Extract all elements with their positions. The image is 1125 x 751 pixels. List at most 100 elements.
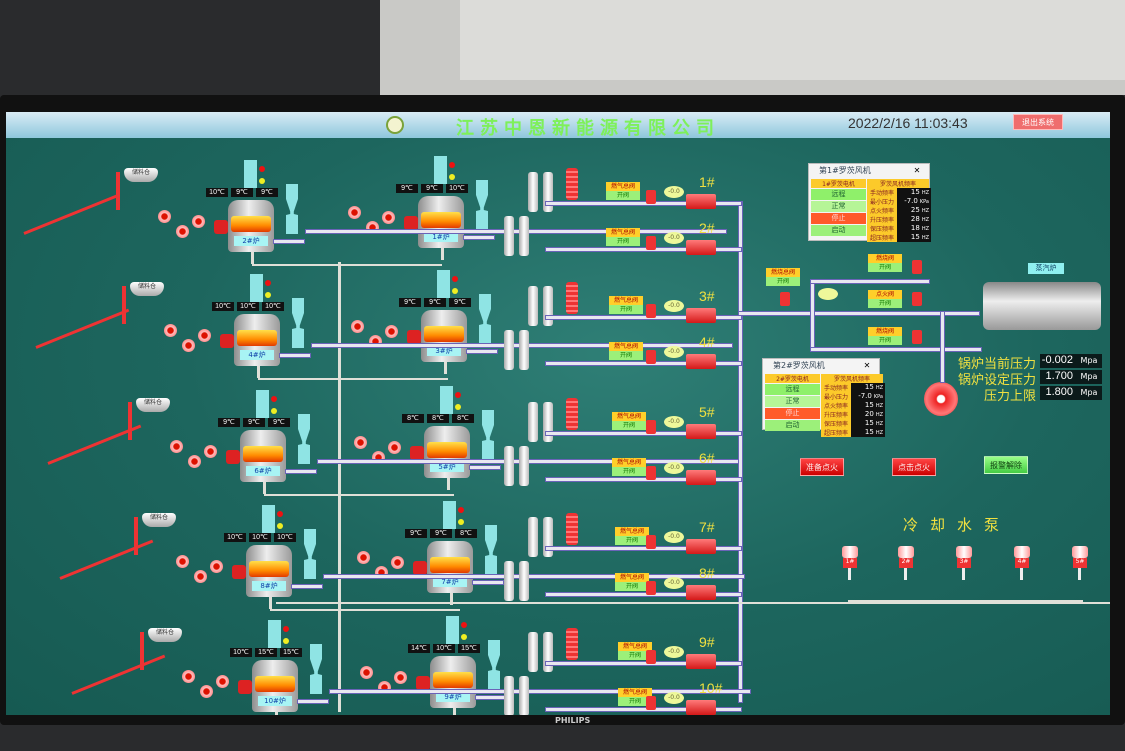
blower-icon[interactable]: [182, 670, 195, 683]
gasifier-furnace[interactable]: 9#炉: [430, 656, 476, 708]
gasifier-furnace[interactable]: 1#炉: [418, 196, 464, 248]
prepare-ignition-button[interactable]: 准备点火: [800, 458, 844, 476]
gas-valve-icon[interactable]: [646, 581, 656, 595]
burner-icon[interactable]: [686, 308, 716, 323]
feeder-motor-icon[interactable]: [232, 565, 246, 579]
motor-state[interactable]: 启动: [765, 420, 820, 431]
gas-valve-icon[interactable]: [646, 535, 656, 549]
feeder-motor-icon[interactable]: [220, 334, 234, 348]
gas-valve-icon[interactable]: [646, 236, 656, 250]
gasifier-furnace[interactable]: 5#炉: [424, 426, 470, 478]
gas-valve-icon[interactable]: [646, 190, 656, 204]
gasifier-furnace[interactable]: 3#炉: [421, 310, 467, 362]
blower-icon[interactable]: [164, 324, 177, 337]
gas-valve-icon[interactable]: [646, 696, 656, 710]
blower-icon[interactable]: [360, 666, 373, 679]
burner-icon[interactable]: [686, 654, 716, 669]
blower-icon[interactable]: [382, 211, 395, 224]
cooling-water-pump[interactable]: 1#: [842, 546, 858, 586]
gas-valve-icon[interactable]: [646, 650, 656, 664]
blower-icon[interactable]: [210, 560, 223, 573]
blower-icon[interactable]: [158, 210, 171, 223]
gasifier-furnace[interactable]: 10#炉: [252, 660, 298, 712]
burner-icon[interactable]: [686, 585, 716, 600]
click-ignition-button[interactable]: 点击点火: [892, 458, 936, 476]
blower-icon[interactable]: [176, 225, 189, 238]
blower-icon[interactable]: [176, 555, 189, 568]
blower-icon[interactable]: [354, 436, 367, 449]
gas-valve-icon[interactable]: [646, 350, 656, 364]
burner-icon[interactable]: [686, 240, 716, 255]
burner-icon[interactable]: [686, 700, 716, 715]
burner-icon[interactable]: [686, 424, 716, 439]
blower-icon[interactable]: [194, 570, 207, 583]
burner-icon[interactable]: [686, 354, 716, 369]
feeder-motor-icon[interactable]: [413, 561, 427, 575]
burner-icon[interactable]: [686, 539, 716, 554]
blower-icon[interactable]: [357, 551, 370, 564]
gas-valve-icon[interactable]: [646, 466, 656, 480]
gas-pipe: [476, 696, 506, 699]
blower-icon[interactable]: [388, 441, 401, 454]
induced-draft-fan-icon[interactable]: [924, 382, 958, 416]
alarm-reset-button[interactable]: 报警解除: [984, 456, 1028, 474]
gasifier-furnace[interactable]: 7#炉: [427, 541, 473, 593]
blower-icon[interactable]: [170, 440, 183, 453]
blower-icon[interactable]: [192, 215, 205, 228]
close-button[interactable]: ✕: [863, 361, 871, 370]
blower-icon[interactable]: [351, 320, 364, 333]
burner-icon[interactable]: [686, 470, 716, 485]
blower-icon[interactable]: [204, 445, 217, 458]
steam-boiler[interactable]: [983, 282, 1101, 330]
chimney: [244, 160, 257, 188]
blower-icon[interactable]: [394, 671, 407, 684]
blower-icon[interactable]: [385, 325, 398, 338]
feeder-motor-icon[interactable]: [404, 216, 418, 230]
gasifier-furnace[interactable]: 8#炉: [246, 545, 292, 597]
exit-system-button[interactable]: 退出系统: [1013, 114, 1063, 130]
feeder-motor-icon[interactable]: [410, 446, 424, 460]
gas-valve-icon[interactable]: [646, 420, 656, 434]
cooling-water-pump[interactable]: 3#: [956, 546, 972, 586]
feeder-motor-icon[interactable]: [238, 680, 252, 694]
feeder-motor-icon[interactable]: [416, 676, 430, 690]
blower-icon[interactable]: [216, 675, 229, 688]
flame-icon: [421, 212, 461, 228]
cooling-water-pump[interactable]: 2#: [898, 546, 914, 586]
burner-icon[interactable]: [686, 194, 716, 209]
blower-icon[interactable]: [348, 206, 361, 219]
blower-icon[interactable]: [198, 329, 211, 342]
cooling-water-pump[interactable]: 4#: [1014, 546, 1030, 586]
feeder-motor-icon[interactable]: [407, 330, 421, 344]
burn-valve-icon[interactable]: [912, 260, 922, 274]
main-valve-icon[interactable]: [780, 292, 790, 306]
blower-icon[interactable]: [200, 685, 213, 698]
gas-valve-icon[interactable]: [646, 304, 656, 318]
gasifier-furnace[interactable]: 2#炉: [228, 200, 274, 252]
filter-tank-icon: [543, 286, 553, 326]
feeder-motor-icon[interactable]: [226, 450, 240, 464]
motor-state[interactable]: 启动: [811, 225, 866, 236]
blower-icon[interactable]: [391, 556, 404, 569]
blower-icon[interactable]: [188, 455, 201, 468]
close-button[interactable]: ✕: [913, 166, 921, 175]
ignite-valve-icon[interactable]: [912, 292, 922, 306]
cooling-water-pump[interactable]: 5#: [1072, 546, 1088, 586]
burn-valve-icon[interactable]: [912, 330, 922, 344]
blower-icon[interactable]: [182, 339, 195, 352]
gasifier-furnace[interactable]: 6#炉: [240, 430, 286, 482]
feeder-motor-icon[interactable]: [214, 220, 228, 234]
gasifier-furnace[interactable]: 4#炉: [234, 314, 280, 366]
